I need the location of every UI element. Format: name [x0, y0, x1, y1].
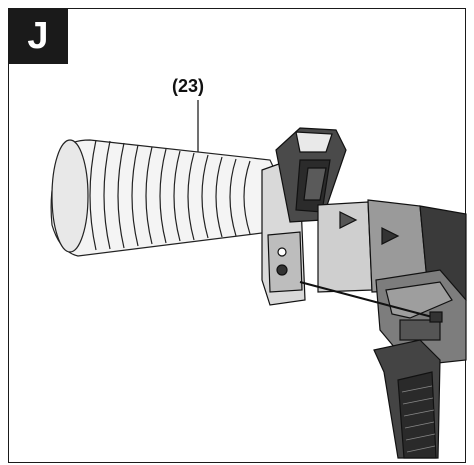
dust-extraction-housing — [261, 127, 347, 306]
hammer-drill — [299, 199, 467, 459]
figure-label: J — [8, 8, 68, 64]
callout-label: (23) — [172, 76, 205, 96]
dust-bellows — [50, 139, 281, 257]
